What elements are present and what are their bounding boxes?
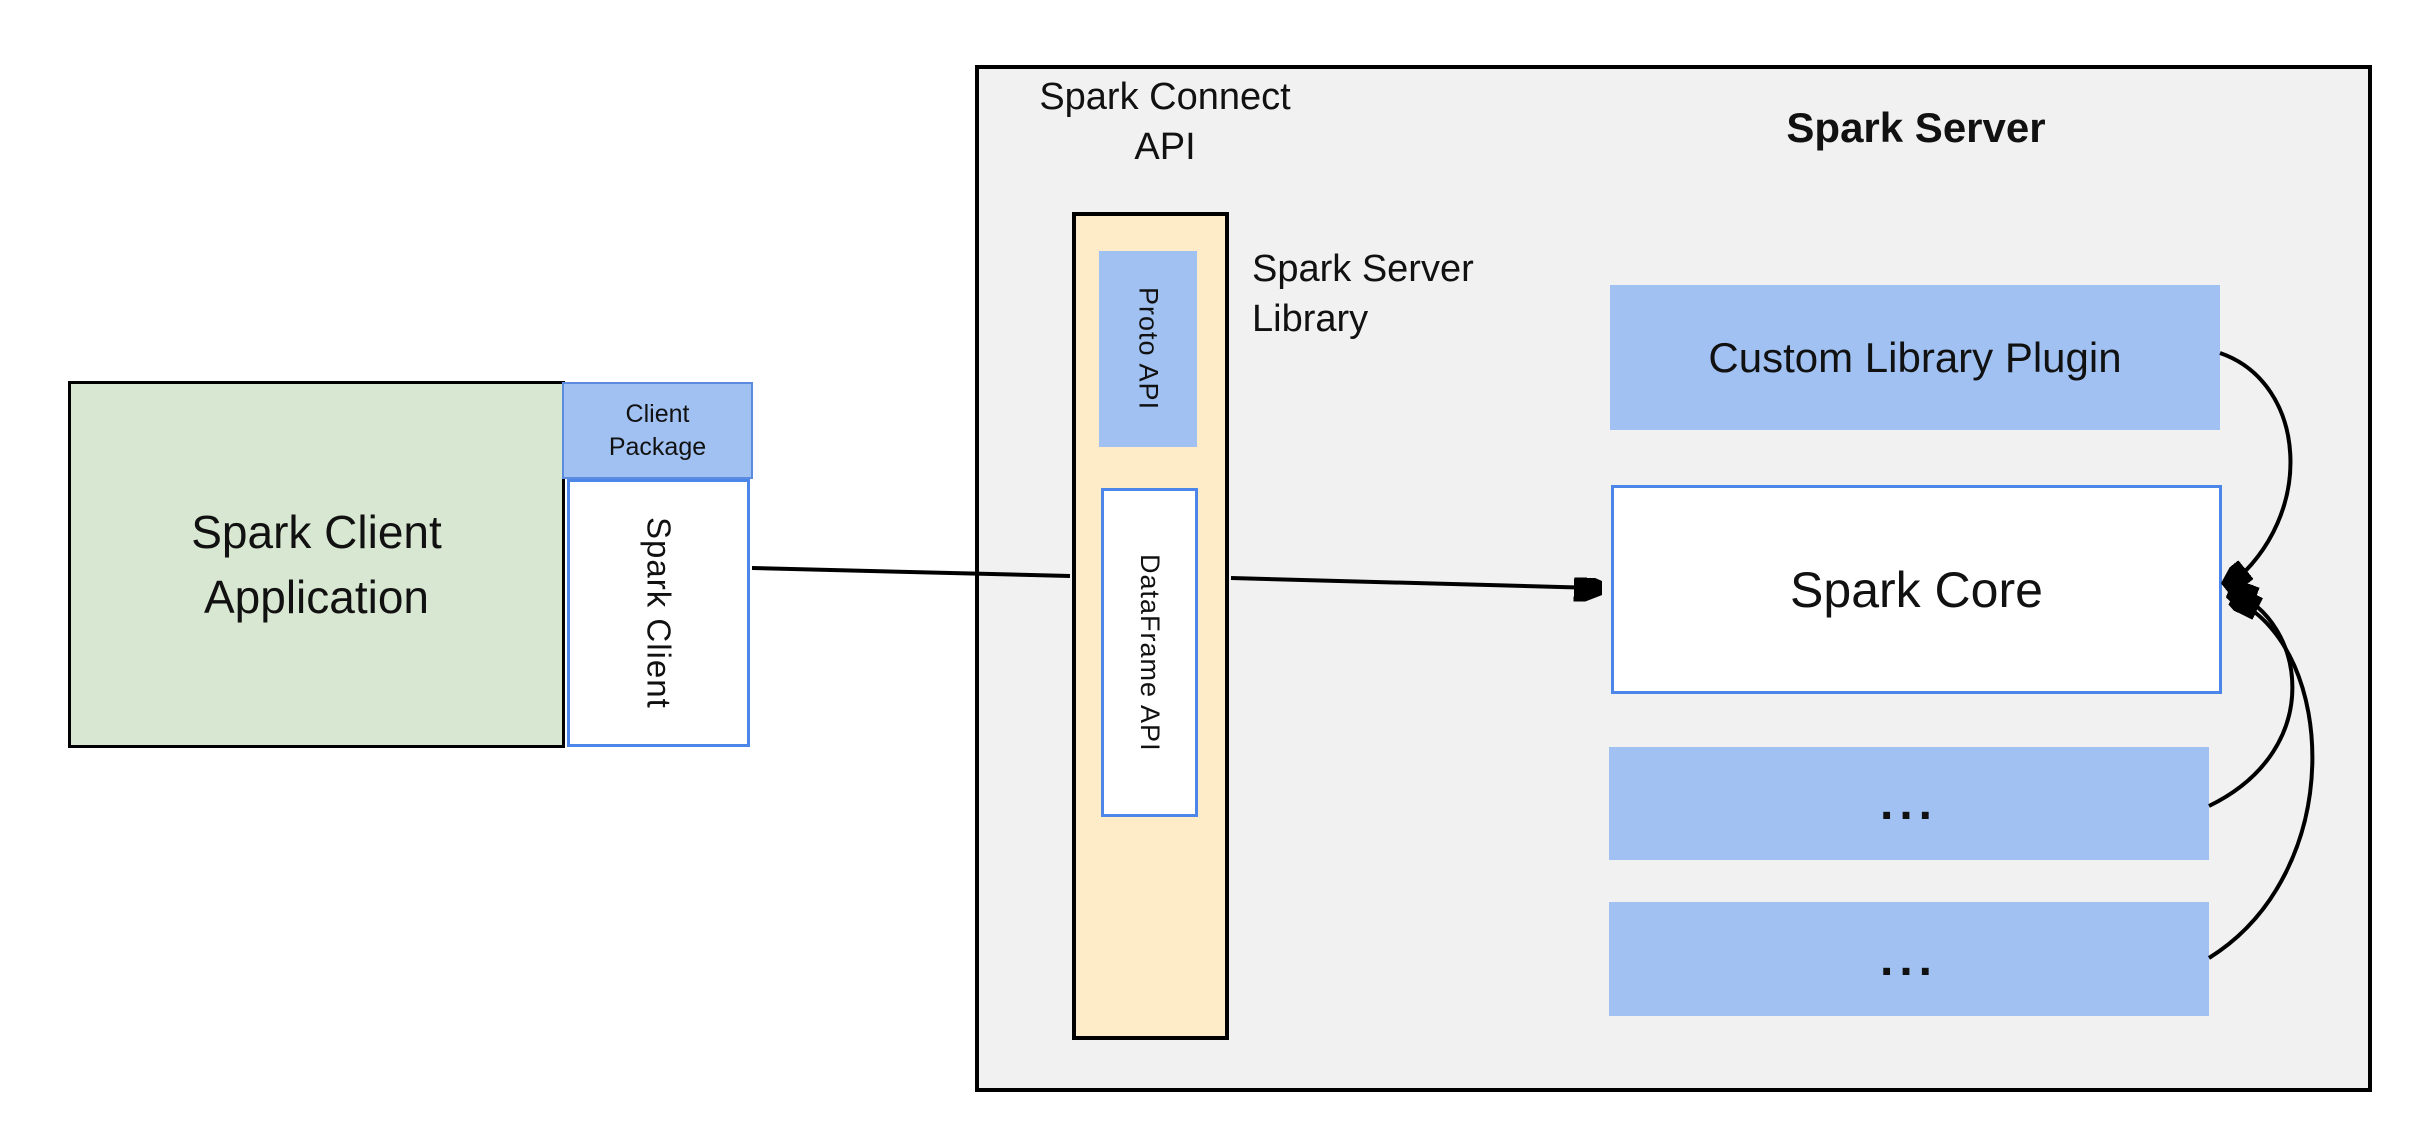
spark-client-box: Spark Client	[567, 479, 750, 747]
plugin-placeholder-label-1: ...	[1879, 777, 1938, 830]
spark-core-label: Spark Core	[1790, 561, 2043, 618]
spark-server-title: Spark Server	[1786, 104, 2046, 151]
spark-connect-api-label: Spark Connect API	[1039, 76, 1291, 169]
client-package-label: Client Package	[608, 399, 707, 461]
spark-client-application-label: Spark Client Application	[191, 506, 442, 623]
dataframe-api-box: DataFrame API	[1101, 488, 1198, 817]
client-package-box: Client Package	[562, 382, 753, 479]
proto-api-box: Proto API	[1099, 251, 1197, 447]
spark-server-library-label: Spark Server Library	[1252, 248, 1474, 341]
plugin-placeholder-box-1: ...	[1609, 747, 2209, 860]
custom-library-plugin-label: Custom Library Plugin	[1708, 333, 2122, 381]
spark-core-box: Spark Core	[1611, 485, 2222, 694]
dataframe-api-label: DataFrame API	[1135, 553, 1165, 752]
plugin-placeholder-label-2: ...	[1879, 932, 1938, 986]
spark-client-application-box: Spark Client Application	[68, 381, 565, 748]
custom-library-plugin-box: Custom Library Plugin	[1610, 285, 2220, 430]
plugin-placeholder-box-2: ...	[1609, 902, 2209, 1016]
proto-api-label: Proto API	[1133, 287, 1164, 411]
spark-client-label: Spark Client	[640, 517, 678, 709]
